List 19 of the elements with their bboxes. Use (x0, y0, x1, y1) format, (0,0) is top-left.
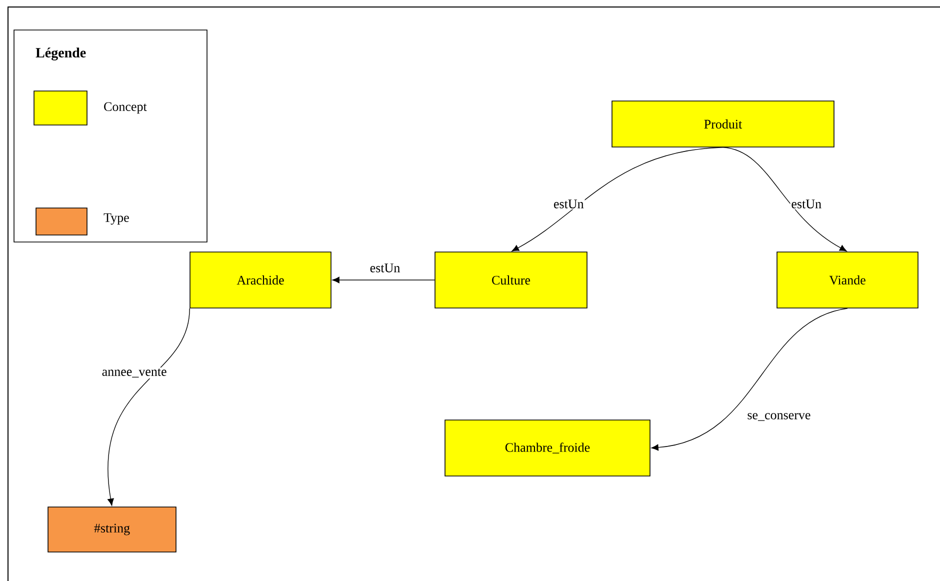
arrow (108, 308, 190, 506)
edge-label: estUn (790, 198, 823, 210)
edge-label: annee_vente (100, 368, 168, 378)
arrow (722, 147, 847, 252)
concept-box: Chambre_froide (444, 420, 650, 476)
concept-box: Culture (434, 252, 588, 308)
arrow (332, 276, 435, 284)
arrow (651, 308, 848, 451)
concept-box: Viande (776, 252, 918, 308)
legend-title: Légende (36, 48, 86, 60)
edge-label: estUn (552, 198, 585, 210)
edge-label: se_conserve (746, 412, 812, 422)
concept-box: Arachide (190, 252, 332, 308)
edge-label: estUn (368, 262, 402, 274)
legend-label: Type (104, 213, 129, 225)
arrow (512, 147, 724, 252)
concept-box: #string (48, 506, 176, 552)
legend-label: Concept (104, 102, 147, 114)
concept-box: Produit (612, 100, 834, 148)
